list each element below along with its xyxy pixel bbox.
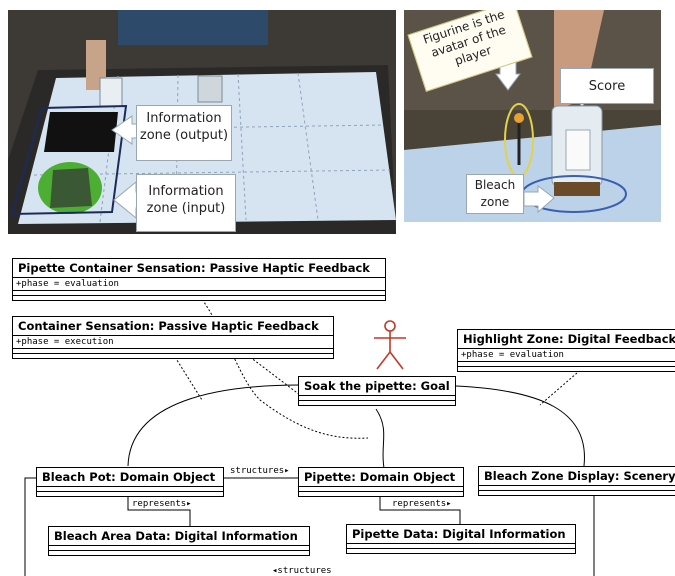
relation-label-structures-bottom: ◂structures [272,566,332,576]
link-goal-to-bleach-pot [127,384,301,467]
class-bleach-pot: Bleach Pot: Domain Object [36,467,224,497]
photo-tabletop-zones: Information zone (output) Information zo… [8,10,396,234]
link-goal-to-pipette [375,408,385,469]
class-title: Container Sensation: Passive Haptic Feed… [13,317,333,336]
class-container-sensation: Container Sensation: Passive Haptic Feed… [12,316,334,359]
class-title: Pipette Data: Digital Information [347,525,575,544]
class-bleach-zone-display: Bleach Zone Display: Scenery [478,466,675,496]
class-title: Bleach Pot: Domain Object [37,468,223,487]
class-bleach-area-data: Bleach Area Data: Digital Information [48,526,310,556]
class-attribute: +phase = execution [13,336,333,349]
callout-information-zone-input-text: Information zone (input) [146,184,226,216]
link-container-to-goal [174,356,203,401]
link-pipette-represents-data [379,490,461,524]
actor-icon [374,320,406,370]
class-title: Pipette Container Sensation: Passive Hap… [13,259,385,278]
class-title: Highlight Zone: Digital Feedback [458,330,675,349]
callout-information-zone-output: Information zone (output) [136,105,232,161]
class-title: Bleach Zone Display: Scenery [479,467,675,486]
class-pipette-data: Pipette Data: Digital Information [346,524,576,554]
callout-bleach-zone: Bleach zone [466,174,524,214]
relation-label-structures: structures▸ [230,466,290,476]
class-title: Pipette: Domain Object [299,468,463,487]
link-container-to-goal-2 [249,356,301,396]
callout-information-zone-input: Information zone (input) [136,174,236,232]
relation-label-represents: represents▸ [132,499,192,509]
callout-information-zone-output-text: Information zone (output) [139,111,229,143]
callout-score: Score [560,68,654,104]
link-bleach-pot-left-edge [24,477,40,576]
link-bleach-pot-represents-area [127,490,191,526]
callout-bleach-zone-text: Bleach zone [474,178,516,209]
class-attribute: +phase = evaluation [13,278,385,291]
link-highlight-to-goal [539,372,578,406]
class-title: Soak the pipette: Goal [299,377,455,396]
class-attribute: +phase = evaluation [458,349,675,362]
callout-score-text: Score [588,79,626,94]
photo-player-avatar: Figurine is the avatar of the player Sco… [404,10,661,222]
link-goal-to-bleach-zone [455,385,585,467]
class-soak-the-pipette-goal: Soak the pipette: Goal [298,376,456,406]
class-pipette-container-sensation: Pipette Container Sensation: Passive Hap… [12,258,386,301]
class-pipette: Pipette: Domain Object [298,467,464,497]
class-title: Bleach Area Data: Digital Information [49,527,309,546]
relation-label-represents: represents▸ [392,499,452,509]
link-pipette-container-to-pipette [199,295,369,439]
class-highlight-zone: Highlight Zone: Digital Feedback +phase … [457,329,675,372]
